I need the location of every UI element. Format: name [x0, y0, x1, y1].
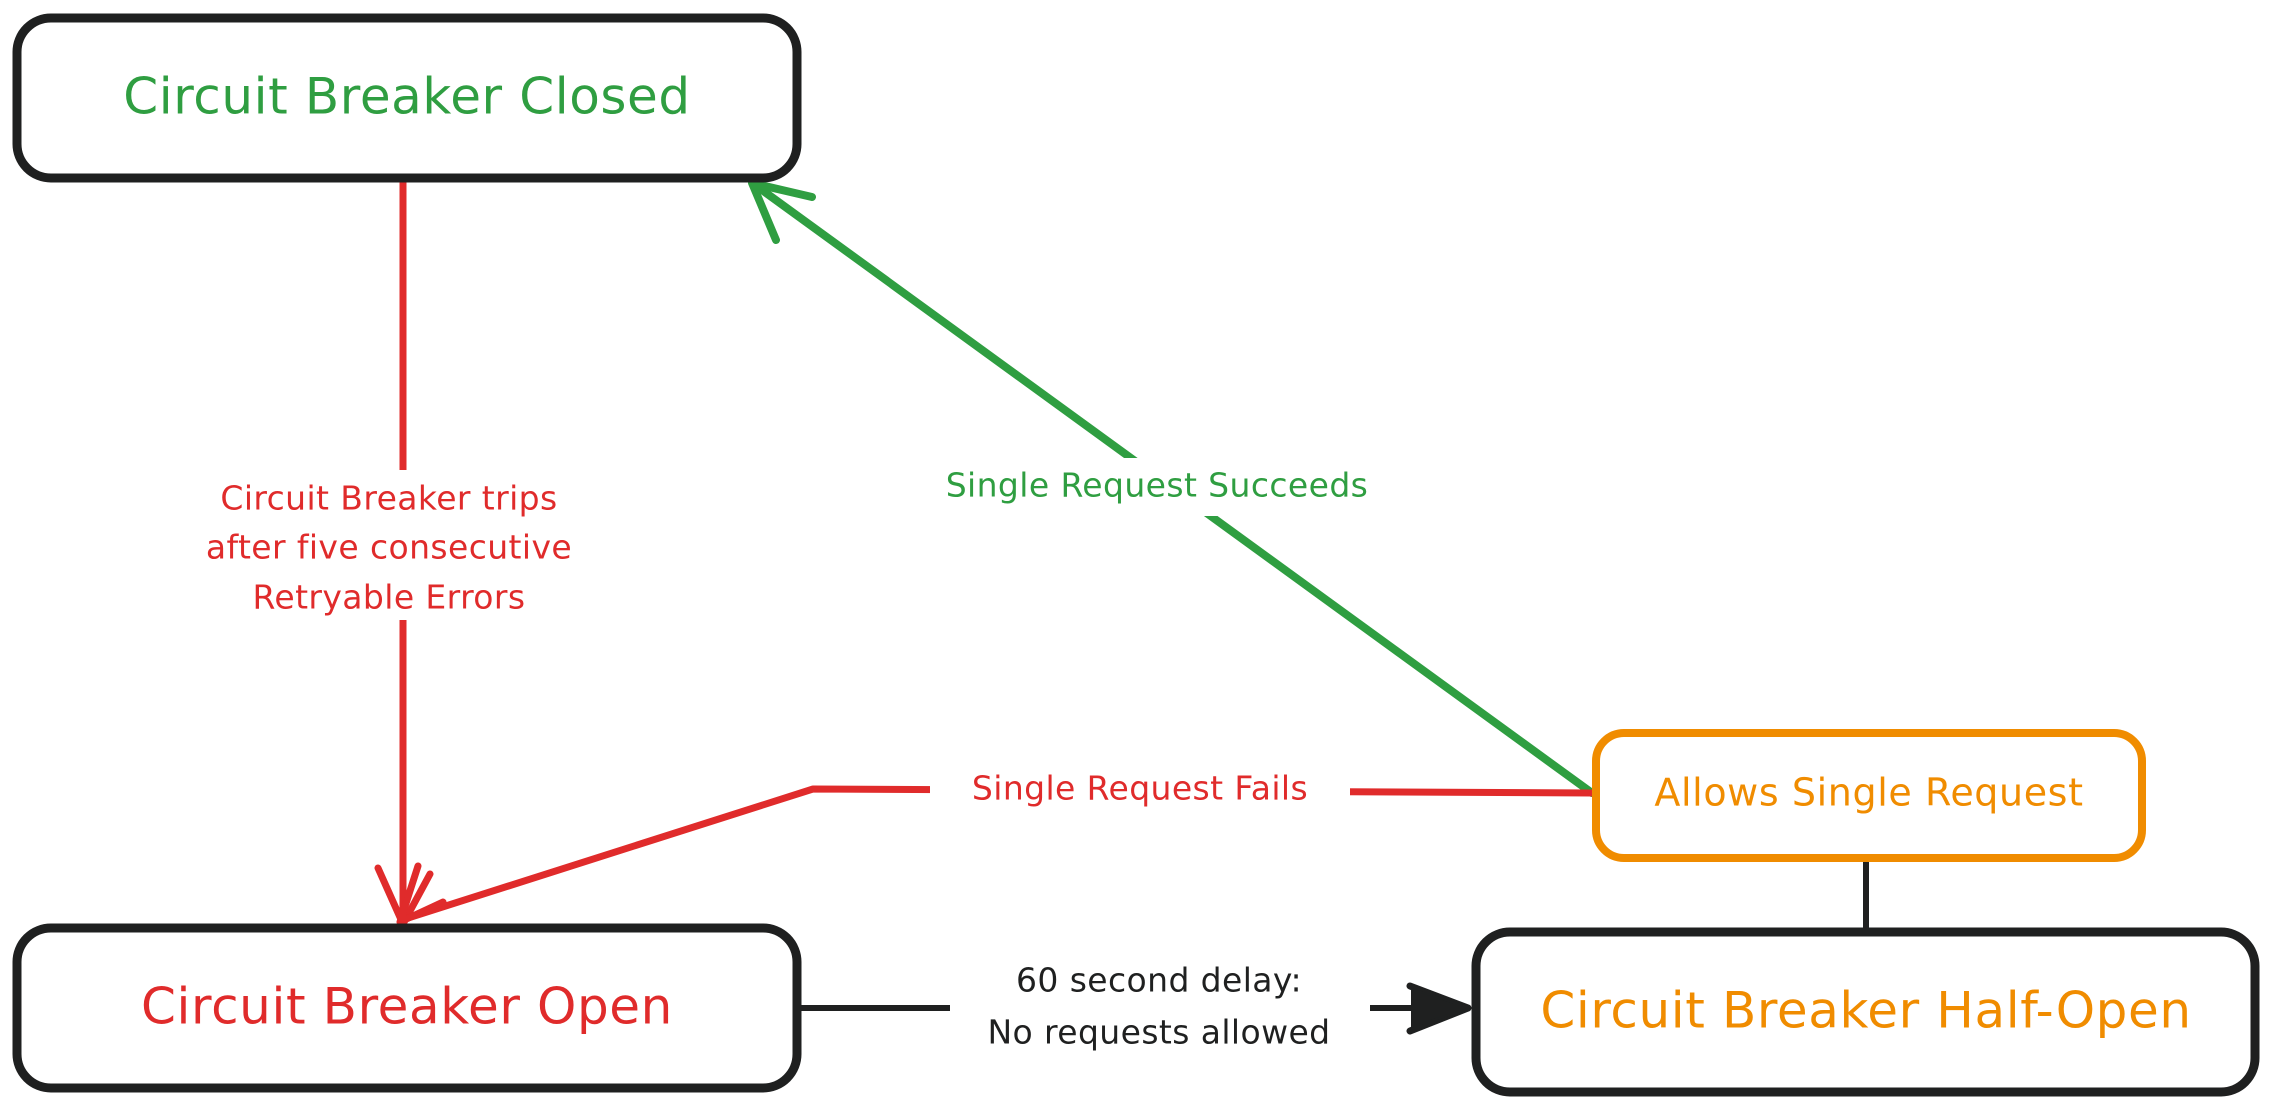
edge-label-allows-to-open-line-1: Single Request Fails: [972, 769, 1308, 808]
edge-label-allows-to-open: Single Request Fails: [972, 769, 1308, 808]
node-circuit-breaker-open-box[interactable]: [12, 923, 802, 1093]
node-circuit-breaker-closed-label: Circuit Breaker Closed: [123, 68, 691, 126]
node-allows-single-request-box[interactable]: [1592, 729, 2146, 862]
edge-label-open-to-half-open-line-2: No requests allowed: [987, 1013, 1330, 1052]
edge-label-closed-to-open-line-2: after five consecutive: [206, 528, 572, 567]
node-circuit-breaker-closed-box[interactable]: [12, 13, 802, 183]
edge-label-allows-to-closed: Single Request Succeeds: [946, 466, 1369, 505]
node-circuit-breaker-half-open-box[interactable]: [1471, 927, 2260, 1097]
node-circuit-breaker-closed[interactable]: Circuit Breaker Closed: [12, 13, 802, 183]
edge-label-bg-closed-to-open: [160, 470, 600, 620]
edge-label-bg-open-to-half-open: [950, 952, 1370, 1064]
edge-allows-to-closed-arrowhead: [748, 179, 816, 244]
node-allows-single-request[interactable]: Allows Single Request: [1592, 729, 2146, 862]
edge-label-closed-to-open-line-3: Retryable Errors: [253, 578, 526, 617]
edge-label-closed-to-open: Circuit Breaker trips after five consecu…: [206, 479, 572, 617]
edge-label-open-to-half-open: 60 second delay: No requests allowed: [987, 961, 1330, 1052]
node-circuit-breaker-open-label: Circuit Breaker Open: [141, 978, 673, 1036]
edge-allows-to-open-arrowhead: [396, 862, 447, 926]
edge-open-to-half-open-arrowhead-fill: [1411, 987, 1474, 1029]
edge-label-closed-to-open-line-1: Circuit Breaker trips: [220, 479, 557, 518]
edge-label-allows-to-closed-line-1: Single Request Succeeds: [946, 466, 1369, 505]
node-circuit-breaker-half-open[interactable]: Circuit Breaker Half-Open: [1471, 927, 2260, 1097]
edge-label-bg-allows-to-closed: [905, 458, 1405, 516]
node-circuit-breaker-half-open-label: Circuit Breaker Half-Open: [1540, 982, 2191, 1040]
edge-label-bg-allows-to-open: [930, 765, 1350, 819]
edge-label-open-to-half-open-line-1: 60 second delay:: [1016, 961, 1302, 1000]
node-allows-single-request-label: Allows Single Request: [1654, 771, 2083, 815]
node-circuit-breaker-open[interactable]: Circuit Breaker Open: [12, 923, 802, 1093]
